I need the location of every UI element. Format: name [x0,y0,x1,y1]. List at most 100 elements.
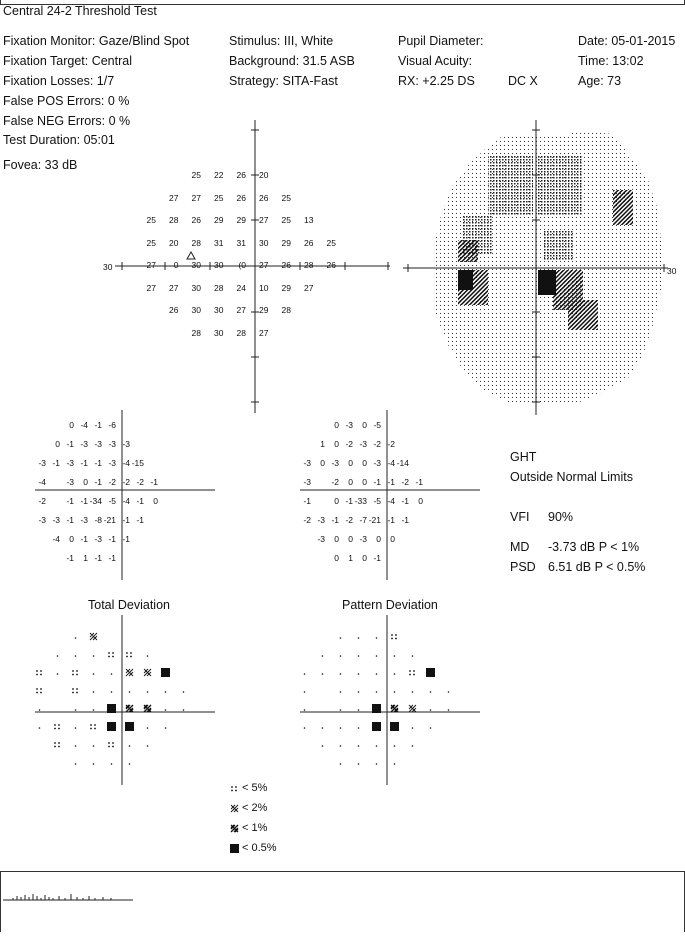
threshold-value: 26 [304,237,314,248]
probability-symbol [336,718,345,736]
pattern-deviation-value: 0 [348,477,353,487]
probability-symbol [161,700,170,718]
pattern-deviation-value: 0 [362,420,367,430]
probability-symbol [426,682,435,700]
total-deviation-value: -3 [52,515,60,525]
threshold-value: 31 [214,237,224,248]
total-deviation-value: -1 [122,515,130,525]
pattern-deviation-value: -2 [303,515,311,525]
total-deviation-value: -1 [94,420,102,430]
threshold-value: 30 [214,305,224,315]
fixation-monitor: Fixation Monitor: Gaze/Blind Spot [3,34,190,48]
probability-symbol [143,646,152,664]
probability-symbol [35,700,44,718]
total-deviation-value: -15 [131,458,144,468]
probability-symbol [390,664,399,682]
pattern-deviation-value: -3 [317,534,325,544]
total-deviation-value: -3 [108,458,116,468]
md-label: MD [510,540,530,554]
pattern-deviation-value: 0 [362,477,367,487]
threshold-value: 28 [169,215,179,225]
probability-symbol [372,646,381,664]
pattern-deviation-value: 0 [334,439,339,449]
total-deviation-value: -4 [122,496,130,506]
test-duration: Test Duration: 05:01 [3,133,115,147]
probability-symbol [336,646,345,664]
probability-symbol [125,664,134,682]
total-deviation-value: -21 [103,515,116,525]
pattern-deviation-value: -3 [359,534,367,544]
probability-symbol [125,754,134,772]
rx: RX: +2.25 DS [398,74,475,88]
threshold-value: 28 [214,282,224,293]
probability-symbol [179,682,188,700]
pattern-deviation-value: 0 [376,534,381,544]
pattern-deviation-value: 0 [362,553,367,563]
threshold-value: 24 [236,282,246,293]
pattern-deviation-value: -1 [415,477,423,487]
p05-symbol-icon [230,843,239,853]
probability-symbol [426,718,435,736]
pattern-deviation-value: -7 [359,515,367,525]
p1-symbol-icon [230,824,239,832]
probability-symbol [89,646,98,664]
probability-symbol [143,736,152,754]
probability-symbol [89,628,98,646]
pattern-deviation-value: -2 [345,515,353,525]
threshold-value: 27 [259,327,269,338]
total-deviation-value: -1 [122,534,130,544]
probability-symbol [372,628,381,646]
probability-symbol [336,754,345,772]
probability-symbol [71,736,80,754]
probability-symbol [444,700,453,718]
probability-symbol [71,700,80,718]
threshold-value: 26 [169,305,179,315]
probability-symbol [89,682,98,700]
dc: DC X [508,74,538,88]
probability-symbol [71,628,80,646]
threshold-value: 27 [146,260,156,270]
total-deviation-value: 0 [83,477,88,487]
probability-symbol [125,718,134,736]
pattern-deviation-value: 0 [334,420,339,430]
probability-symbol [89,700,98,718]
vfi-value: 90% [548,510,574,524]
probability-symbol [354,754,363,772]
p2-symbol-icon [230,804,239,812]
false-pos-errors: False POS Errors: 0 % [3,94,130,108]
ght-value: Outside Normal Limits [510,470,633,484]
threshold-value: 27 [191,192,201,203]
pattern-deviation-value: 0 [418,496,423,506]
probability-symbol [107,754,116,772]
probability-symbol [35,718,44,736]
total-deviation-value: -3 [80,439,88,449]
threshold-value: 13 [304,215,314,225]
total-deviation-value: -1 [66,553,74,563]
probability-symbol [179,700,188,718]
total-deviation-axes [35,410,215,580]
total-deviation-value: -1 [66,496,74,506]
threshold-value: 20 [169,237,179,248]
probability-symbol [354,700,363,718]
threshold-value: 30 [191,260,201,270]
probability-symbol [143,700,152,718]
total-deviation-value: -1 [136,496,144,506]
probability-symbol [161,664,170,682]
probability-symbol [372,664,381,682]
time: Time: 13:02 [578,54,644,68]
total-deviation-value: -1 [80,496,88,506]
threshold-value: 20 [259,170,269,180]
legend-p5-label: < 5% [242,782,268,794]
pattern-deviation-value: -21 [368,515,381,525]
pattern-deviation-value: 0 [334,534,339,544]
pattern-deviation-value: -4 [387,458,395,468]
background: Background: 31.5 ASB [229,54,355,68]
probability-symbol [89,754,98,772]
total-deviation-value: -3 [94,534,102,544]
probability-symbol [107,718,116,736]
total-deviation-value: -2 [136,477,144,487]
probability-symbol [336,682,345,700]
threshold-value: 30 [259,237,269,248]
threshold-value: 25 [146,237,156,248]
age: Age: 73 [578,74,622,88]
